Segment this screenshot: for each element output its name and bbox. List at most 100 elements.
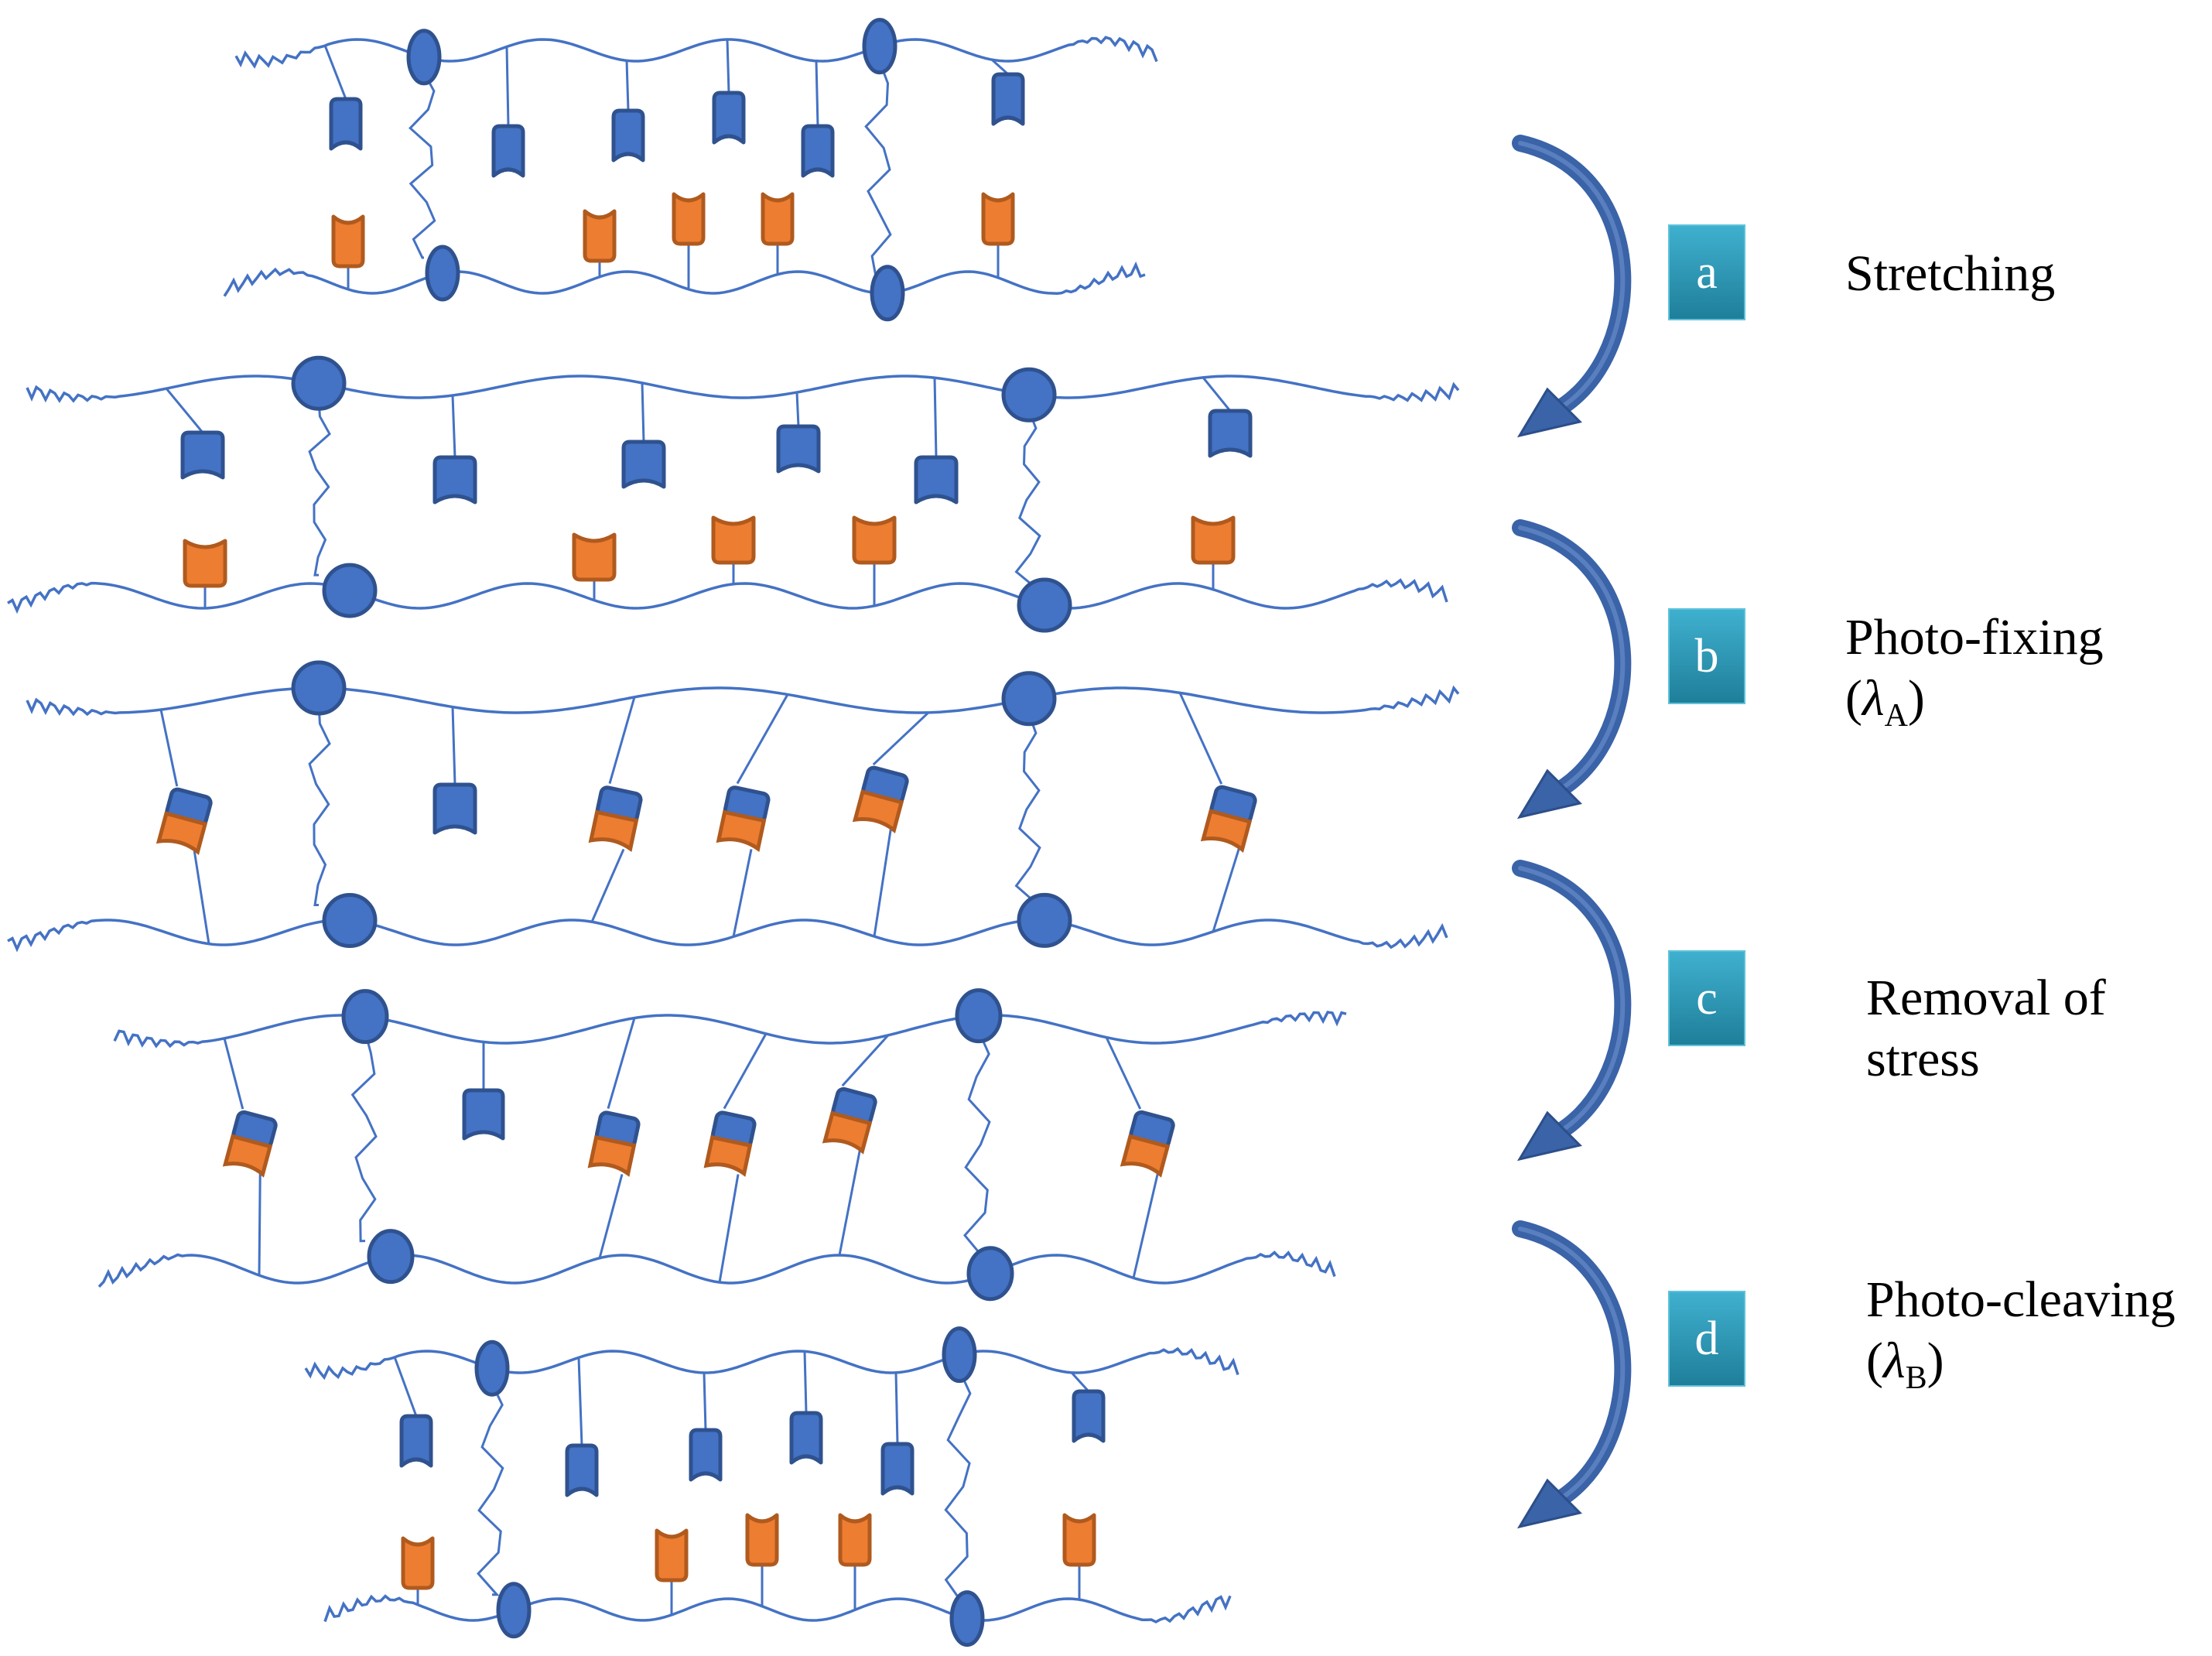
fixed-dimer-pair	[587, 1110, 641, 1177]
blue-unit	[491, 124, 525, 178]
crosslink-strand	[350, 1032, 378, 1243]
blue-unit	[776, 424, 821, 474]
wavelength-label-a: (λA)	[1845, 668, 2104, 735]
pendant-link	[590, 848, 625, 922]
orange-unit	[587, 1134, 637, 1177]
pendant-link	[223, 1038, 244, 1110]
polymer-chain	[323, 1594, 1232, 1623]
orange-unit	[703, 1134, 753, 1177]
pendant-link	[873, 829, 892, 937]
orange-unit	[822, 1110, 873, 1155]
blue-unit	[180, 430, 225, 480]
pendant-link	[736, 693, 789, 785]
blue-unit	[991, 72, 1025, 126]
network-panel	[223, 18, 1158, 322]
blue-unit	[462, 1088, 505, 1141]
arrow-body	[1512, 860, 1632, 1146]
pendant-link	[894, 1372, 899, 1445]
crosslink-strand	[308, 703, 331, 907]
polymer-chain	[223, 261, 1146, 297]
network-panel	[304, 1326, 1239, 1647]
blue-unit	[789, 1411, 823, 1465]
pendant-link	[258, 1173, 262, 1276]
crosslink-node	[496, 1582, 532, 1639]
arrow-head	[1516, 387, 1582, 438]
lambda-subscript: A	[1884, 698, 1908, 734]
crosslink-strand	[409, 72, 436, 259]
blue-unit	[399, 1414, 433, 1468]
pendant-link	[1105, 1036, 1142, 1110]
orange-unit	[222, 1134, 273, 1178]
pendant-link	[1070, 1371, 1090, 1393]
pendant-link	[1132, 1173, 1159, 1278]
pendant-link	[815, 60, 819, 127]
step-label-line: Photo-fixing	[1845, 609, 2104, 665]
arrow-head	[1516, 1478, 1582, 1529]
orange-unit	[761, 192, 795, 246]
orange-unit	[852, 515, 897, 565]
blue-unit	[611, 108, 645, 163]
blue-unit	[432, 782, 477, 835]
arrow-head	[1516, 768, 1582, 819]
crosslink-node	[322, 563, 378, 618]
arrow-highlight	[1518, 525, 1626, 798]
blue-unit	[621, 440, 666, 489]
step-box-b: b	[1668, 608, 1745, 704]
orange-unit	[1062, 1513, 1096, 1567]
pendant-link	[803, 1351, 808, 1414]
crosslink-node	[291, 660, 347, 716]
paren-open: (	[1845, 670, 1862, 727]
crosslink-node	[406, 29, 442, 86]
step-label-line: Removal of	[1866, 970, 2106, 1026]
orange-unit	[745, 1513, 779, 1567]
process-arrow	[1512, 135, 1632, 438]
pendant-link	[505, 46, 510, 127]
lambda-symbol: λ	[1882, 1333, 1906, 1390]
crosslink-node	[367, 1229, 415, 1285]
pendant-link	[1202, 376, 1232, 412]
arrow-body	[1512, 1220, 1632, 1514]
pendant-link	[703, 1372, 707, 1431]
network-panel	[97, 988, 1347, 1302]
fixed-dimer-pair	[222, 1110, 278, 1178]
step-label-removal-of-stress: Removal of stress	[1866, 967, 2106, 1090]
arrow-highlight	[1518, 1227, 1626, 1507]
pendant-link	[598, 1174, 624, 1259]
crosslink-node	[474, 1340, 510, 1397]
orange-unit	[401, 1536, 435, 1590]
orange-unit	[1191, 515, 1236, 565]
pendant-link	[723, 1033, 768, 1110]
orange-unit	[711, 515, 756, 565]
orange-unit	[981, 192, 1015, 246]
step-box-a: a	[1668, 224, 1745, 320]
pendant-link	[393, 1357, 418, 1417]
polymer-chain	[304, 1346, 1239, 1381]
pendant-link	[726, 39, 730, 94]
fixed-dimer-pair	[703, 1110, 757, 1177]
pendant-link	[577, 1357, 583, 1446]
arrow-body	[1512, 519, 1632, 804]
arrow-highlight	[1518, 141, 1626, 416]
polymer-chain	[26, 685, 1460, 717]
process-arrow	[1512, 860, 1632, 1162]
crosslink-node	[1001, 367, 1057, 423]
step-label-line: stress	[1866, 1031, 1980, 1088]
orange-unit	[1200, 809, 1253, 853]
pendant-link	[1212, 848, 1240, 932]
lambda-subscript: B	[1905, 1360, 1927, 1397]
arrow-head	[1516, 1110, 1582, 1162]
blue-unit	[432, 455, 477, 505]
crosslink-node	[955, 988, 1003, 1044]
polymer-chain	[7, 578, 1448, 614]
pendant-link	[1178, 692, 1223, 785]
process-arrow	[1512, 519, 1632, 819]
pendant-link	[732, 849, 753, 937]
paren-open: (	[1866, 1333, 1883, 1390]
blue-unit	[880, 1442, 915, 1496]
fixed-dimer-pair	[852, 765, 909, 833]
crosslink-strand	[1014, 713, 1041, 906]
orange-unit	[655, 1528, 689, 1582]
orange-unit	[331, 214, 365, 269]
network-panel	[7, 660, 1460, 953]
